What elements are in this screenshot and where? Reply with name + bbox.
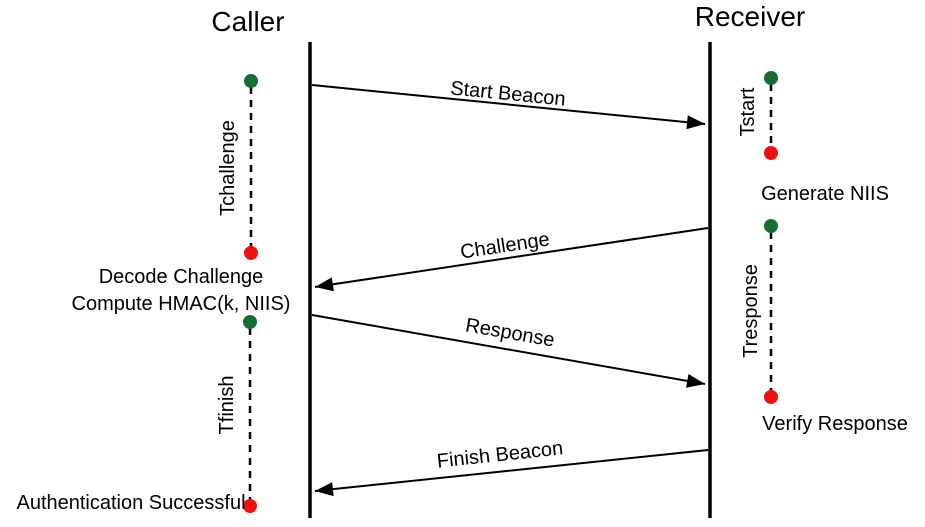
tresponse-stop-dot (764, 390, 778, 404)
tresponse-start-dot (764, 219, 778, 233)
authentication-successful-note: Authentication Successful (16, 492, 246, 514)
tstart-timer-label: Tstart (737, 87, 759, 137)
tstart-stop-dot (764, 146, 778, 160)
decode-challenge-line: Decode Challenge (98, 266, 264, 288)
tfinish-stop-dot (243, 499, 257, 513)
receiver-actor-label: Receiver (694, 1, 806, 33)
compute-hmac-line: Compute HMAC(k, NIIS) (71, 293, 291, 315)
tfinish-start-dot (243, 315, 257, 329)
tfinish-timer-label: Tfinish (216, 375, 238, 435)
verify-response-note: Verify Response (762, 413, 908, 435)
tchallenge-start-dot (244, 74, 258, 88)
challenge-arrow (314, 227, 709, 292)
start-beacon-arrow (311, 84, 706, 130)
tstart-start-dot (764, 71, 778, 85)
decode-compute-note: Decode Challenge Compute HMAC(k, NIIS) (72, 264, 291, 318)
caller-actor-label: Caller (211, 6, 285, 38)
tresponse-timer-label: Tresponse (740, 264, 762, 358)
tchallenge-stop-dot (244, 246, 258, 260)
tchallenge-timer-label: Tchallenge (217, 120, 239, 216)
generate-niis-note: Generate NIIS (761, 183, 889, 205)
response-arrow (311, 314, 706, 388)
finish-beacon-arrow (314, 449, 709, 497)
